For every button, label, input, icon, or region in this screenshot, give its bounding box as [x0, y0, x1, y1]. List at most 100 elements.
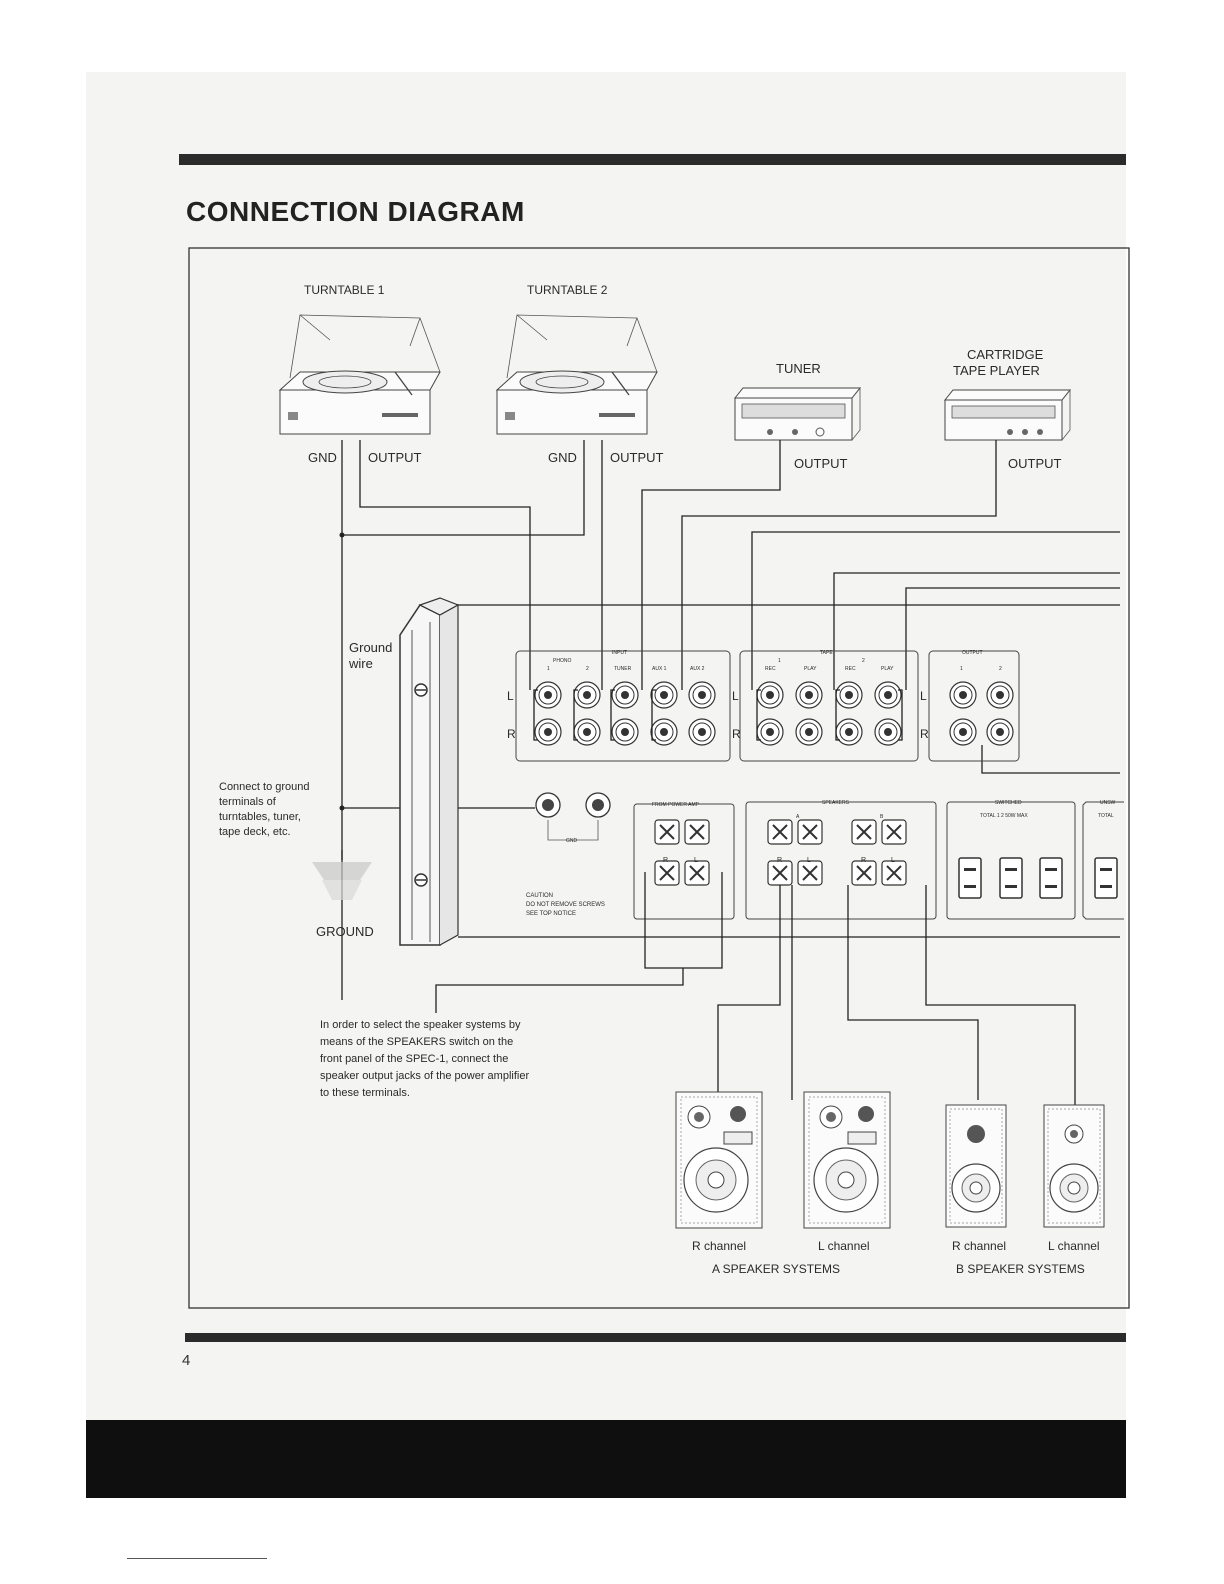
output-panel: OUTPUT 1 2: [928, 650, 1020, 762]
speakers-a-l: L: [807, 857, 811, 864]
tape-jack-label-rec-2: REC: [845, 666, 856, 672]
cable-brackets: [533, 689, 903, 741]
footer-rule: [127, 1558, 267, 1559]
ground-wire-label-line2: wire: [348, 656, 373, 671]
unswitched-rating-label: TOTAL: [1098, 813, 1114, 819]
connect-note-line-3: turntables, tuner,: [219, 811, 301, 823]
output-channel-l: L: [920, 689, 927, 703]
input-group-label: INPUT: [612, 650, 627, 656]
turntable-2-icon: [495, 314, 658, 435]
input-channel-r: R: [507, 727, 516, 741]
cartridge-tape-label-line2: TAPE PLAYER: [953, 363, 1040, 378]
tape-jack-label-play-2: PLAY: [881, 666, 894, 672]
turntable-2-output-label: OUTPUT: [610, 450, 664, 465]
input-channel-l: L: [507, 689, 514, 703]
b-speaker-r-channel-label: R channel: [952, 1239, 1006, 1253]
ground-wire-label-line1: Ground: [349, 640, 392, 655]
unswitched-outlet-panel: UNSW TOTAL: [1082, 800, 1124, 920]
diagram-frame: [188, 247, 1130, 1309]
tuner-output-label: OUTPUT: [794, 456, 848, 471]
speakers-a-label: A: [796, 814, 800, 820]
tape-deck-label-2: 2: [862, 658, 865, 664]
cartridge-tape-player-icon: [943, 388, 1072, 441]
page-title: CONNECTION DIAGRAM: [186, 196, 525, 227]
cartridge-tape-output-label: OUTPUT: [1008, 456, 1062, 471]
switched-outlets-panel: SWITCHED TOTAL 1 2 50W MAX: [946, 800, 1076, 920]
from-power-amp-l: L: [694, 857, 698, 864]
speaker-note-line-2: means of the SPEAKERS switch on the: [320, 1036, 513, 1048]
switched-group-label: SWITCHED: [995, 800, 1022, 806]
from-power-amp-panel: FROM POWER AMP R L: [633, 802, 735, 920]
output-jack-label-2: 2: [999, 666, 1002, 672]
speaker-note-line-4: speaker output jacks of the power amplif…: [320, 1070, 529, 1082]
turntable-1-label: TURNTABLE 1: [304, 283, 385, 297]
top-rule-bar: [179, 154, 1126, 165]
connect-note-line-1: Connect to ground: [219, 781, 310, 793]
input-jack-label-2: 2: [586, 666, 589, 672]
speakers-b-l: L: [891, 857, 895, 864]
turntable-1-output-label: OUTPUT: [368, 450, 422, 465]
bottom-rule-bar: [185, 1333, 1126, 1342]
speaker-note-line-3: front panel of the SPEC-1, connect the: [320, 1053, 508, 1065]
source-wiring: [339, 440, 1120, 1000]
gnd-terminal-label: GND: [566, 838, 578, 844]
tape-deck-label-1: 1: [778, 658, 781, 664]
ground-symbol: [312, 850, 372, 900]
cartridge-tape-label-line1: CARTRIDGE: [967, 347, 1044, 362]
input-jack-label-tuner: TUNER: [614, 666, 632, 672]
output-channel-r: R: [920, 727, 929, 741]
output-group-label: OUTPUT: [962, 650, 983, 656]
caution-line-1: CAUTION: [526, 893, 553, 899]
ground-label: GROUND: [316, 924, 374, 939]
connect-note-line-4: tape deck, etc.: [219, 826, 291, 838]
speakers-group-label: SPEAKERS: [822, 800, 850, 806]
speaker-wiring: [435, 872, 1076, 1105]
from-power-amp-r: R: [663, 857, 668, 864]
b-speaker-l-channel-label: L channel: [1048, 1239, 1100, 1253]
a-speaker-r-channel: [675, 1091, 763, 1229]
connect-note: Connect to ground terminals of turntable…: [219, 781, 310, 838]
switched-rating-label: TOTAL 1 2 50W MAX: [980, 813, 1028, 819]
a-speaker-l-channel: [803, 1091, 891, 1229]
caution-label: CAUTION DO NOT REMOVE SCREWS SEE TOP NOT…: [526, 893, 605, 917]
tape-group-label: TAPE: [820, 650, 833, 656]
a-speaker-r-channel-label: R channel: [692, 1239, 746, 1253]
unswitched-group-label: UNSW: [1100, 800, 1116, 806]
input-jack-label-aux2: AUX 2: [690, 666, 705, 672]
tape-panel: TAPE 1 2 REC PLAY REC PLAY: [739, 650, 919, 762]
speaker-note-line-1: In order to select the speaker systems b…: [320, 1019, 521, 1031]
turntable-1-gnd-label: GND: [308, 450, 337, 465]
a-speaker-l-channel-label: L channel: [818, 1239, 870, 1253]
tuner-icon: [733, 386, 862, 441]
tuner-label: TUNER: [776, 361, 821, 376]
ground-wire-device: [399, 597, 460, 946]
from-power-amp-label: FROM POWER AMP: [652, 802, 700, 808]
caution-line-2: DO NOT REMOVE SCREWS: [526, 902, 605, 908]
output-jack-label-1: 1: [960, 666, 963, 672]
b-speaker-systems-label: B SPEAKER SYSTEMS: [956, 1262, 1085, 1276]
turntable-1-icon: [278, 314, 441, 435]
speakers-b-label: B: [880, 814, 884, 820]
scan-edge-band: [86, 1420, 1126, 1498]
gnd-terminals: GND: [535, 792, 611, 844]
b-speaker-r-channel: [945, 1104, 1007, 1228]
phono-group-label: PHONO: [553, 658, 571, 664]
rca-jacks: [534, 681, 1014, 746]
b-speaker-l-channel: [1043, 1104, 1105, 1228]
speakers-b-r: R: [861, 857, 866, 864]
caution-line-3: SEE TOP NOTICE: [526, 911, 576, 917]
tape-channel-l: L: [732, 689, 739, 703]
a-speaker-systems-label: A SPEAKER SYSTEMS: [712, 1262, 840, 1276]
speaker-note-line-5: to these terminals.: [320, 1087, 410, 1099]
speakers-a-r: R: [777, 857, 782, 864]
page-number: 4: [182, 1352, 191, 1369]
tape-jack-label-rec-1: REC: [765, 666, 776, 672]
turntable-2-label: TURNTABLE 2: [527, 283, 608, 297]
tape-channel-r: R: [732, 727, 741, 741]
turntable-2-gnd-label: GND: [548, 450, 577, 465]
tape-jack-label-play-1: PLAY: [804, 666, 817, 672]
input-panel: INPUT PHONO 1 2 TUNER AUX 1 AUX 2: [515, 650, 731, 762]
connect-note-line-2: terminals of: [219, 796, 277, 808]
input-jack-label-aux1: AUX 1: [652, 666, 667, 672]
